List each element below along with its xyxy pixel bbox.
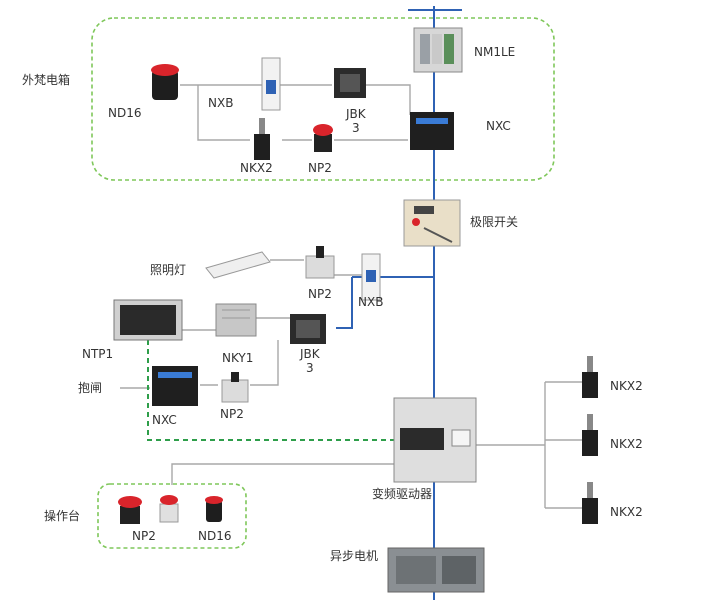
vfd-label: 变频驱动器 — [372, 486, 432, 501]
operator-console-border — [97, 483, 247, 549]
nxc-top-label: NXC — [486, 119, 511, 133]
nxb-mid-label: NXB — [358, 295, 383, 309]
op-np2-button — [159, 495, 179, 523]
nxb-breaker-mid — [361, 253, 381, 301]
nd16-op-label: ND16 — [198, 529, 232, 543]
nkx2-switch-right-2 — [582, 414, 598, 456]
operator-box-label: 操作台 — [44, 508, 80, 523]
nkx2-r3-label: NKX2 — [610, 505, 643, 519]
light-label: 照明灯 — [150, 263, 186, 277]
nd16-top-label: ND16 — [108, 106, 142, 120]
nxc-mid-label: NXC — [152, 413, 177, 427]
np2-button-top — [313, 124, 333, 152]
wire-jbk-nxc — [366, 84, 411, 115]
comm-wire-hmi-vfd — [147, 340, 394, 441]
np2-op-label: NP2 — [132, 529, 156, 543]
wire-console-vfd — [171, 463, 394, 485]
limit-switch — [403, 199, 461, 247]
jbk3-transformer-top — [334, 68, 366, 98]
wire-jbk-np2 — [250, 340, 279, 386]
async-motor — [387, 547, 485, 593]
np2-selector-mid — [305, 246, 335, 279]
ntp1-label: NTP1 — [82, 347, 113, 361]
np2-low-label: NP2 — [220, 407, 244, 421]
ntp1-touch-panel — [113, 299, 183, 341]
jbk3-top-label-1: JBK — [345, 107, 367, 121]
lighting-lamp — [205, 251, 271, 279]
jbk3-mid-label-1: JBK — [299, 347, 321, 361]
nkx2-switch-right-1 — [582, 356, 598, 398]
outer-box-label: 外梵电箱 — [22, 72, 70, 87]
op-red-button — [118, 496, 142, 524]
wire-top-loop — [197, 85, 250, 141]
nkx2-r2-label: NKX2 — [610, 437, 643, 451]
nxc-contactor-top — [410, 112, 454, 150]
power-branch-jbk — [336, 277, 353, 329]
nd16-indicator-top — [151, 64, 179, 100]
limit-switch-label: 极限开关 — [470, 215, 518, 229]
brake-label: 抱闸 — [78, 380, 102, 395]
nky1-label: NKY1 — [222, 351, 253, 365]
op-nd16-indicator — [205, 496, 223, 522]
motor-label: 异步电机 — [330, 549, 378, 563]
nm1le-label: NM1LE — [474, 45, 515, 59]
jbk3-top-label-2: 3 — [352, 121, 360, 135]
np2-selector-low — [221, 372, 249, 403]
nm1le-breaker — [413, 27, 463, 73]
np2-top-label: NP2 — [308, 161, 332, 175]
np2-mid-label: NP2 — [308, 287, 332, 301]
nxc-contactor-mid — [152, 366, 198, 406]
nkx2-switch-top — [254, 118, 270, 160]
nxb-top-label: NXB — [208, 96, 233, 110]
outer-electric-box-border — [91, 17, 555, 181]
nkx2-switch-right-3 — [582, 482, 598, 524]
nkx2-r1-label: NKX2 — [610, 379, 643, 393]
jbk3-mid-label-2: 3 — [306, 361, 314, 375]
vfd-cabinet — [393, 397, 477, 483]
jbk3-transformer-mid — [290, 314, 326, 344]
nxb-breaker-top — [261, 57, 281, 111]
nkx2-top-label: NKX2 — [240, 161, 273, 175]
nky1-power-supply — [215, 303, 257, 337]
